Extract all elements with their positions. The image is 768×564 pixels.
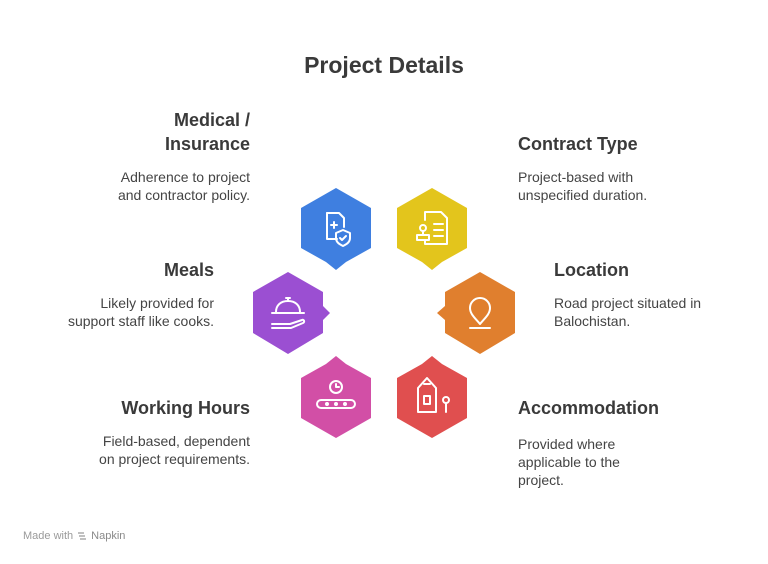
footer-prefix: Made with — [23, 530, 74, 542]
heading-contract: Contract Type — [518, 134, 638, 154]
desc-working-hours: Field-based, dependent on project requir… — [99, 433, 250, 467]
hex-medical — [301, 188, 371, 270]
napkin-logo-icon — [78, 532, 87, 540]
heading-accommodation: Accommodation — [518, 398, 660, 418]
desc-medical: Adherence to project and contractor poli… — [117, 169, 250, 203]
hex-meals — [253, 272, 330, 354]
conveyor-clock-icon — [316, 380, 356, 409]
hex-accommodation — [397, 356, 467, 438]
page-title: Project Details — [304, 52, 464, 78]
heading-working-hours: Working Hours — [121, 398, 250, 418]
heading-medical: Medical / Insurance — [164, 110, 250, 154]
contract-stamp-icon — [416, 211, 448, 245]
desc-meals: Likely provided for support staff like c… — [67, 295, 214, 329]
desc-location: Road project situated in Balochistan. — [554, 295, 702, 329]
desc-contract: Project-based with unspecified duration. — [518, 169, 648, 203]
hex-working-hours — [301, 356, 371, 438]
heading-meals: Meals — [163, 260, 214, 280]
medical-shield-icon — [326, 212, 351, 247]
footer-credit: Made with Napkin — [23, 530, 125, 542]
footer-brand: Napkin — [91, 530, 126, 542]
hex-location — [437, 272, 515, 354]
heading-location: Location — [554, 260, 629, 280]
desc-accommodation: Provided where applicable to the project… — [518, 436, 620, 488]
location-pin-icon — [469, 297, 491, 329]
house-tree-icon — [417, 377, 450, 413]
serving-cloche-icon — [271, 297, 306, 329]
hex-contract — [397, 188, 467, 270]
